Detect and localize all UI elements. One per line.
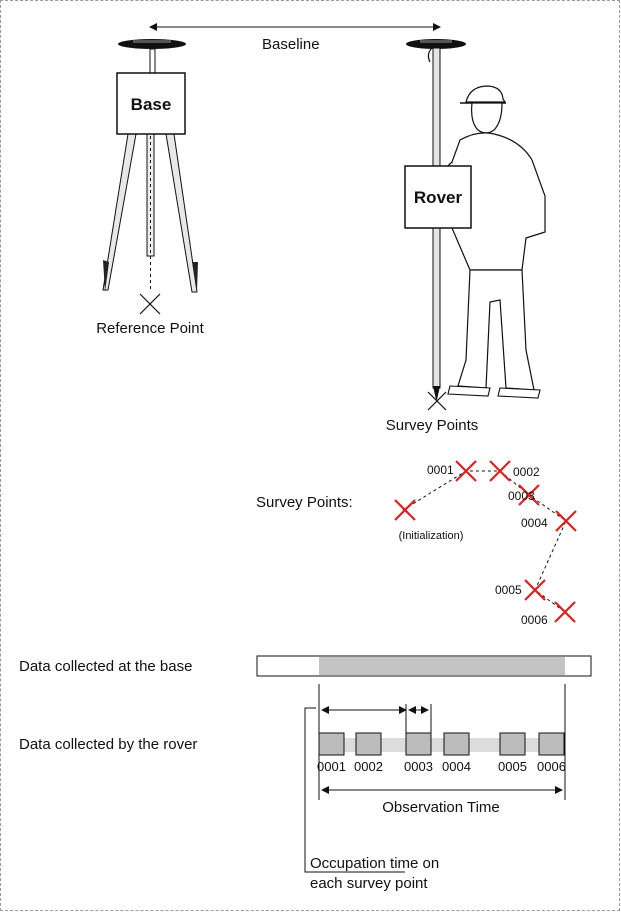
survey-point-label: 0005 (495, 583, 522, 597)
survey-point-mark-icon (455, 460, 477, 482)
rover-block-label: 0005 (498, 759, 527, 774)
base-station: Base Reference Point (96, 39, 205, 337)
survey-point-mark-icon (554, 601, 576, 623)
occupation-line1: Occupation time on (310, 855, 439, 872)
initialization-mark-icon (394, 499, 416, 521)
rover-antenna-icon (406, 39, 466, 63)
rover-block-label: 0001 (317, 759, 346, 774)
rover-block-label: 0006 (537, 759, 566, 774)
survey-point-mark-icon (555, 510, 577, 532)
survey-point-label: 0001 (427, 463, 454, 477)
base-antenna-icon (118, 39, 186, 74)
rover-block-label: 0002 (354, 759, 383, 774)
rover-data-block (443, 732, 470, 756)
occupation-line2: each survey point (310, 875, 428, 892)
base-data-fill (319, 657, 565, 675)
reference-point-label: Reference Point (96, 320, 204, 337)
survey-point-label: 0002 (513, 465, 540, 479)
rover-box (404, 165, 472, 229)
surveyor-figure-icon (435, 85, 546, 399)
survey-point-mark-icon (518, 484, 540, 506)
rover-data-block (499, 732, 526, 756)
rover-block-label: 0004 (442, 759, 471, 774)
survey-points-caption: Survey Points (386, 417, 479, 434)
survey-point-mark-icon (489, 460, 511, 482)
survey-point-mark-icon (524, 579, 546, 601)
data-timeline: Data collected at the base Data collecte… (19, 655, 592, 892)
survey-points-map: Survey Points: (Initialization) 0001 000… (256, 460, 577, 627)
survey-point-label: 0004 (521, 516, 548, 530)
tripod-icon (102, 133, 198, 293)
rover-block-label: 0003 (404, 759, 433, 774)
rover-data-block (405, 732, 432, 756)
data-base-label: Data collected at the base (19, 658, 192, 675)
initialization-label: (Initialization) (399, 530, 464, 542)
rover-data-block (318, 732, 345, 756)
occupation-leader (304, 707, 405, 873)
baseline-label: Baseline (262, 36, 320, 53)
survey-points-heading: Survey Points: (256, 494, 353, 511)
rover-data-block (355, 732, 382, 756)
reference-point-marker (139, 293, 161, 315)
rover-point-marker (427, 391, 447, 411)
observation-time-label: Observation Time (382, 799, 500, 816)
survey-point-label: 0006 (521, 613, 548, 627)
rover-label: Rover (414, 188, 463, 207)
rover-data-block (538, 732, 565, 756)
base-label: Base (131, 95, 172, 114)
survey-point-label: 0003 (508, 489, 535, 503)
base-box (116, 72, 186, 135)
rover-station: Rover Survey Points (386, 39, 546, 434)
data-rover-label: Data collected by the rover (19, 736, 197, 753)
